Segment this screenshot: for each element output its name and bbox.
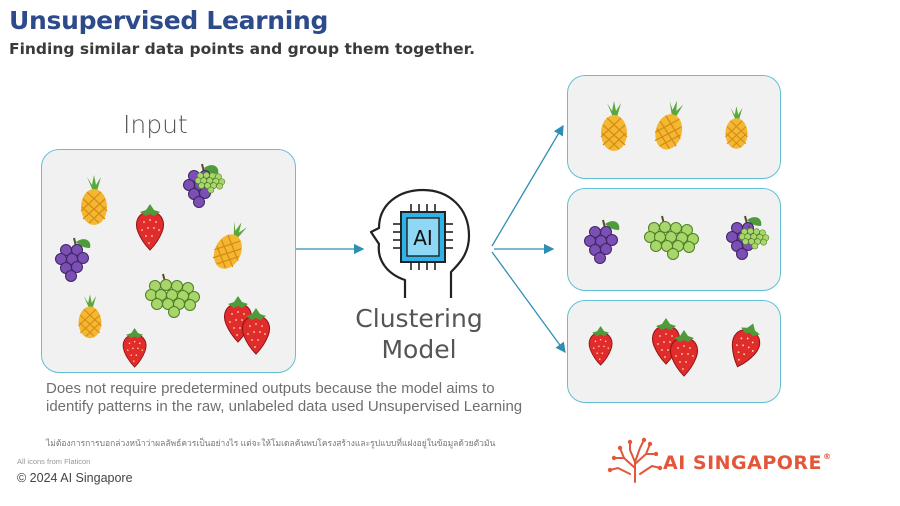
pineapple-icon [724,105,749,150]
chip-label: AI [413,226,433,250]
pineapple-icon [77,293,102,339]
brand-name-text: AI SINGAPORE [663,452,823,474]
green-grapes-icon [643,215,700,261]
model-to-cluster-1-arrow [491,124,564,247]
green-grapes-icon [144,273,201,319]
green-grapes-small-icon [194,168,226,194]
input-label: Input [123,110,188,139]
ai-singapore-logo-icon [607,437,663,483]
pineapple-icon [80,174,108,226]
pineapple-icon [650,96,691,154]
grapes-icon [54,237,92,283]
strawberry-icon [588,325,613,366]
brand-registered-mark: ® [823,452,832,461]
strawberry-icon [136,203,164,251]
icons-credit: All icons from Flaticon [17,457,91,466]
strawberry-icon [242,307,270,355]
model-label: Clustering Model [355,304,483,364]
pineapple-icon [600,100,628,152]
copyright: © 2024 AI Singapore [17,471,133,485]
strawberry-icon [122,327,147,368]
model-to-cluster-3-arrow [491,251,566,354]
brand-name: AI SINGAPORE® [663,452,832,474]
pineapple-icon [207,216,254,274]
strawberry-icon [670,329,698,377]
grapes-icon [583,219,621,265]
description-thai: ไม่ต้องการการบอกล่วงหน้าว่าผลลัพธ์ควรเป็… [46,438,496,448]
page-subtitle: Finding similar data points and group th… [9,40,475,58]
page-title: Unsupervised Learning [9,6,329,35]
green-grapes-small-icon [738,224,770,250]
ai-head-icon: AI [369,188,471,298]
strawberry-icon [724,318,767,372]
description-text: Does not require predetermined outputs b… [46,380,523,415]
